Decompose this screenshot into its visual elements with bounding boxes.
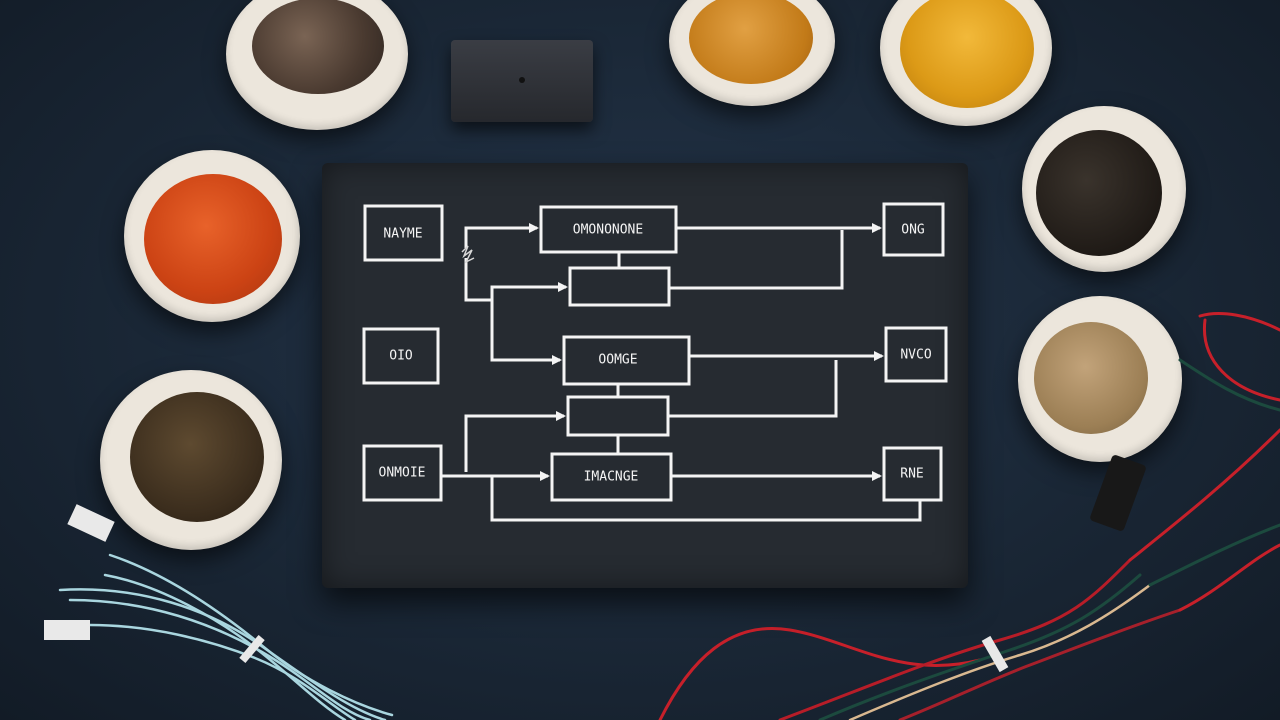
orange-spice [689,0,813,84]
label-bottom-right: RNE [900,467,923,482]
node-top-sub [568,266,671,307]
device-indicator [519,77,525,83]
wire-connector [1090,455,1146,531]
chalk-scribble [461,245,475,264]
edge-top-left-to-center [464,223,539,248]
allspice [130,392,264,522]
coriander-seeds [1034,322,1148,434]
cable-tie [981,635,1009,673]
bowl-turmeric [880,0,1052,126]
edge-mid-sub-return [668,360,838,418]
label-mid-center: OOMGE [598,353,637,368]
paprika [144,174,282,304]
node-top-left [363,204,444,262]
node-bottom-left [362,444,443,502]
mixed-peppercorns [252,0,384,94]
edge-left-spine-to-top-sub [464,258,568,302]
label-top-center: OMONONONE [573,223,643,238]
bowl-paprika [124,150,300,322]
cable-connector-top [67,504,115,542]
red-green-wire-bundle [658,312,1280,720]
label-bottom-left: ONMOIE [379,466,426,481]
edge-bottom-loop [490,476,922,522]
node-mid-right [884,326,948,383]
bowl-coriander-seeds [1018,296,1182,462]
label-mid-left: OIO [389,349,413,364]
black-pepper [1036,130,1162,256]
bowl-black-pepper [1022,106,1186,272]
bowl-mixed-peppercorns [226,0,408,130]
node-top-right [882,202,945,257]
turmeric [900,0,1034,108]
edge-top-sub-return [669,230,844,290]
label-mid-right: NVCO [900,348,931,363]
node-bottom-right [882,446,943,502]
bowl-orange-spice [669,0,835,106]
cable-tie-blue [239,634,265,664]
edge-spine-to-mid-sub [464,411,566,472]
node-mid-center [562,335,691,386]
label-top-right: ONG [901,223,925,238]
node-mid-left [362,327,440,385]
bowl-allspice [100,370,282,550]
edge-spine-to-mid-center [490,300,562,365]
node-mid-sub [566,395,670,437]
black-sensor-device [451,40,593,122]
label-top-left: NAYME [383,227,422,242]
slate-board [322,163,968,588]
label-bottom-center: IMACNGE [584,470,639,485]
cable-connector-bottom [44,620,90,640]
